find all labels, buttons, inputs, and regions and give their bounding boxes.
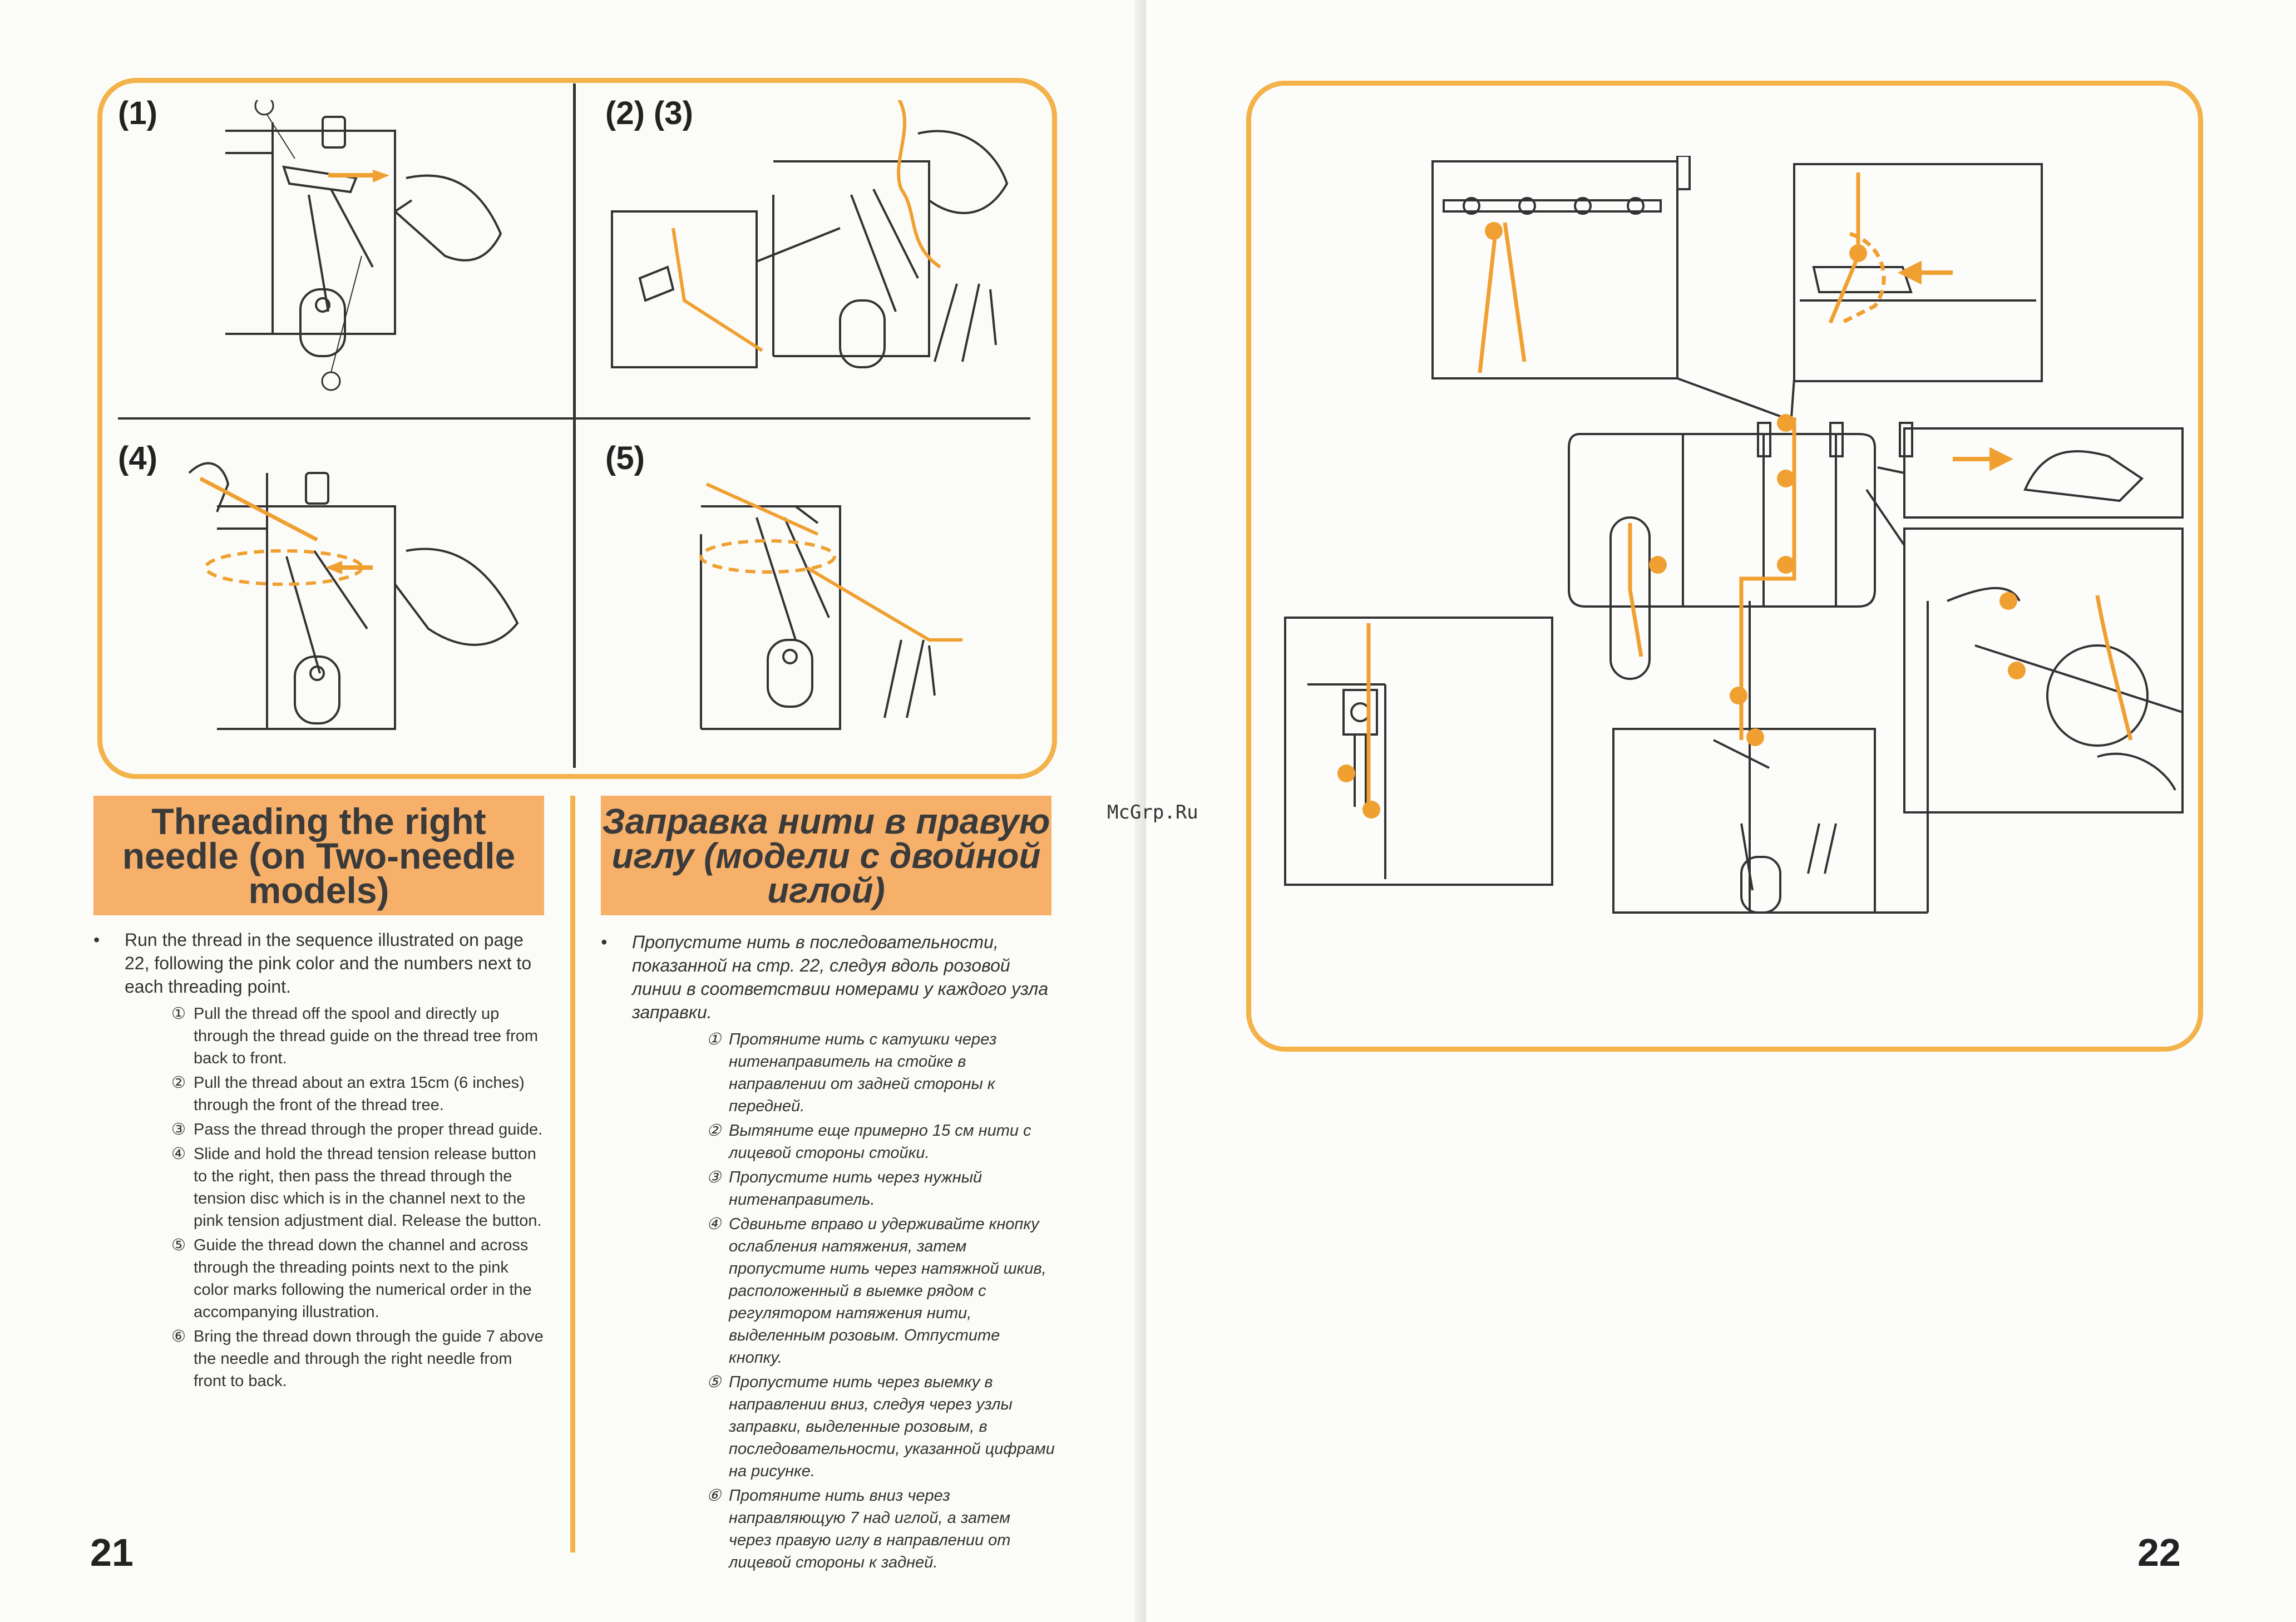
figure-frame-right [1246, 81, 2203, 1052]
left-page: (1) (2) (3) (4) (5) [0, 0, 1146, 1622]
heading-russian: Заправка нити в правую иглу (модели с дв… [602, 801, 1050, 910]
watermark: McGrp.Ru [1107, 801, 1198, 824]
english-column: • Run the thread in the sequence illustr… [93, 928, 544, 1394]
russian-column: • Пропустите нить в последовательности, … [601, 930, 1057, 1576]
panel-divider-vertical [573, 83, 576, 768]
figure-label-1: (1) [118, 95, 157, 131]
english-intro-text: Run the thread in the sequence illustrat… [125, 930, 532, 997]
heading-english-box: Threading the right needle (on Two-needl… [93, 796, 544, 915]
english-intro: • Run the thread in the sequence illustr… [93, 928, 544, 998]
right-page: McGrp.Ru 22 [1107, 0, 2296, 1622]
heading-english: Threading the right needle (on Two-needl… [122, 800, 516, 911]
illustration-step-4 [188, 462, 519, 730]
figure-label-2-3: (2) (3) [605, 95, 693, 131]
threading-diagram [1284, 156, 2184, 914]
illustration-step-5 [699, 482, 962, 730]
page-number-right: 22 [2137, 1531, 2181, 1574]
bullet-icon: • [601, 932, 608, 952]
panel-divider-horizontal [118, 417, 1030, 420]
russian-intro: • Пропустите нить в последовательности, … [601, 930, 1057, 1024]
illustration-step-2-3 [611, 100, 1009, 368]
page-number-left: 21 [90, 1531, 134, 1574]
figure-label-4: (4) [118, 440, 157, 476]
illustration-step-1 [225, 100, 502, 391]
bullet-icon: • [93, 930, 100, 950]
column-divider [570, 796, 575, 1552]
figure-frame-left [97, 78, 1057, 779]
figure-label-5: (5) [605, 440, 645, 476]
russian-intro-text: Пропустите нить в последовательности, по… [632, 932, 1049, 1022]
heading-russian-box: Заправка нити в правую иглу (модели с дв… [601, 796, 1051, 915]
